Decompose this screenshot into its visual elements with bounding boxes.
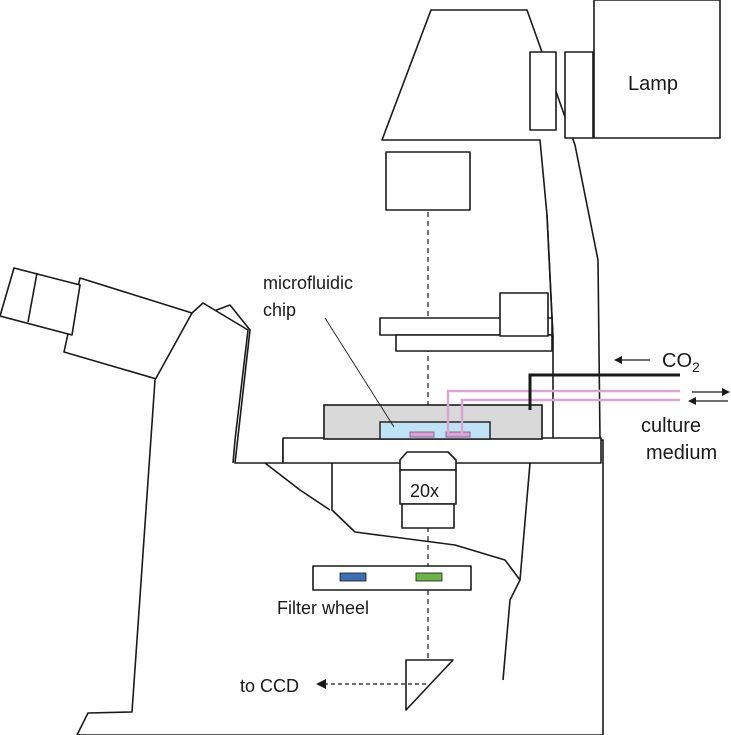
tubing-inner — [460, 398, 680, 433]
objective-tip — [401, 503, 455, 529]
objective-cap — [399, 451, 457, 471]
medium-arrow-out-head — [722, 388, 730, 396]
condenser-block — [385, 151, 471, 211]
lamp-housing — [593, 0, 721, 139]
base-front-curve — [264, 462, 331, 511]
eyepiece-body — [154, 302, 249, 464]
objective-body — [399, 469, 457, 505]
lamp-connector-2 — [564, 51, 594, 139]
medium-label-text: medium — [646, 442, 717, 464]
prism — [405, 659, 454, 711]
tubing-outer — [446, 389, 680, 433]
chip-leader-line — [324, 317, 395, 428]
chip-label: chip — [263, 300, 296, 320]
lamp-label: Lamp — [628, 73, 678, 95]
medium-arrow-in-head — [688, 397, 696, 405]
eyepiece-ring — [27, 272, 38, 323]
lamp-connector-1 — [529, 51, 557, 131]
eyepiece-cap — [0, 267, 81, 336]
condenser-stage-block — [499, 292, 549, 337]
microfluidic-chip — [379, 421, 491, 440]
filter-blue — [339, 572, 367, 582]
filter-wheel-label: Filter wheel — [277, 598, 369, 618]
chip-channel-1 — [409, 431, 435, 438]
filter-wheel — [312, 565, 472, 591]
filter-green — [415, 572, 443, 582]
co2-line — [528, 373, 680, 410]
co2-arrow-head — [614, 356, 622, 364]
ccd-arrow-head — [316, 679, 326, 689]
chip-channel-2 — [445, 431, 471, 438]
co2-label: CO2 — [662, 350, 700, 375]
microfluidic-label: microfluidic — [263, 273, 353, 293]
objective-label: 20x — [410, 481, 439, 501]
rear-column-line — [502, 579, 521, 681]
culture-label: culture — [641, 415, 701, 437]
condenser-stage-lower — [395, 334, 553, 352]
to-ccd-label: to CCD — [240, 676, 299, 696]
